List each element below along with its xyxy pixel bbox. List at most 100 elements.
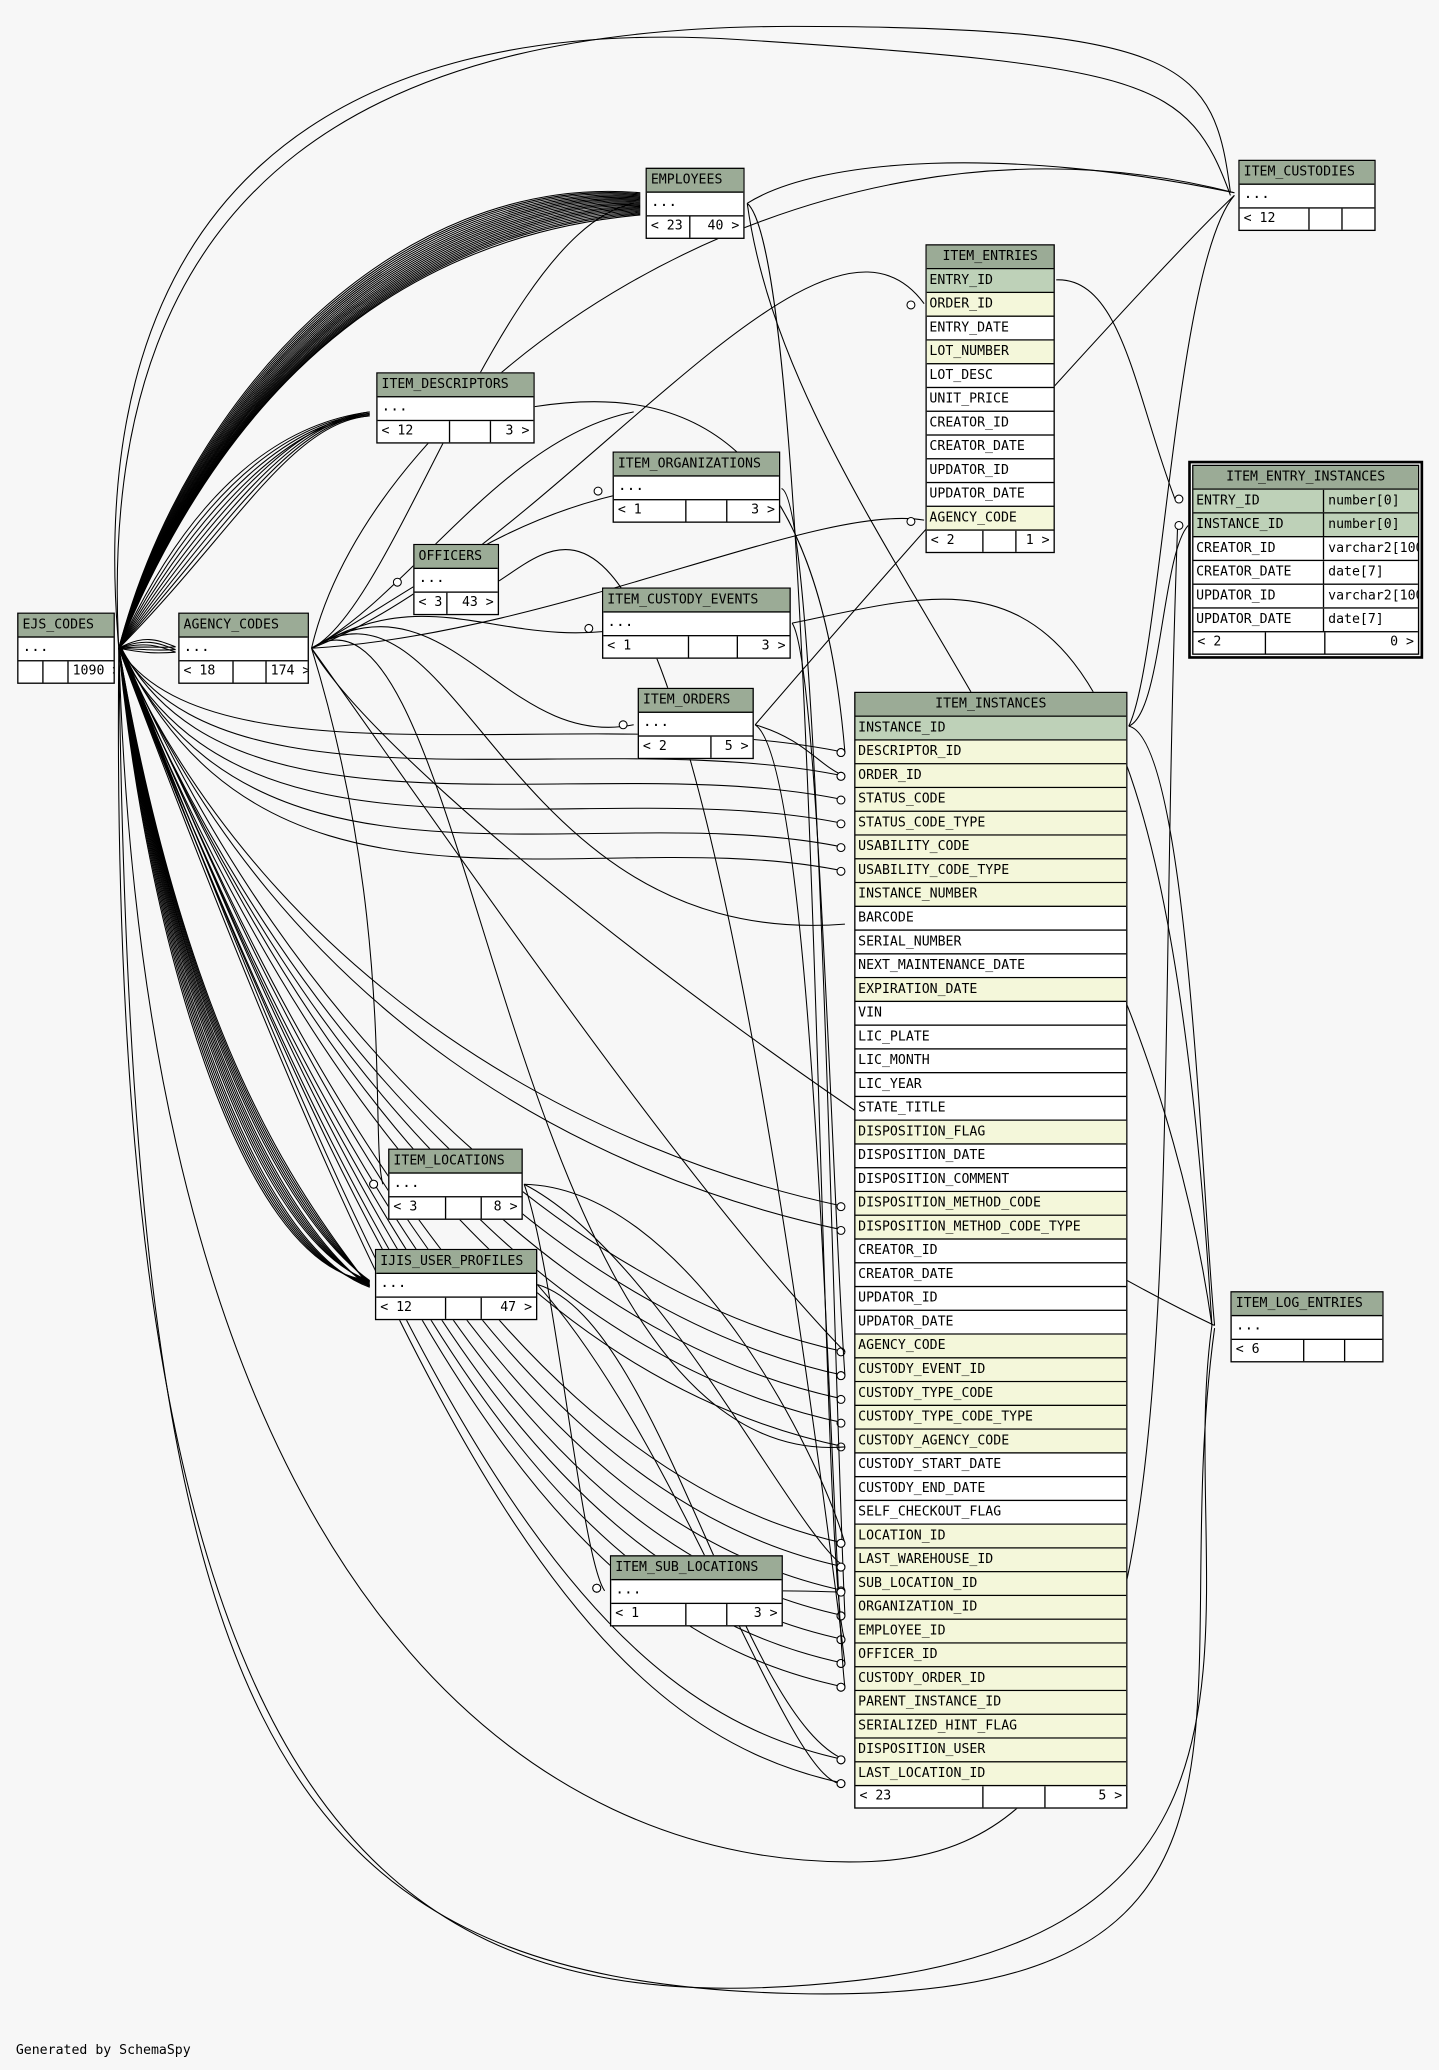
footer-cell: < 23 — [647, 216, 691, 238]
table-agency-codes[interactable]: AGENCY_CODES ... < 18 174 > — [178, 612, 309, 684]
relationship-line — [118, 190, 641, 649]
footer-cell: < 2 — [639, 736, 712, 758]
column-name: STATE_TITLE — [858, 1101, 946, 1116]
relationship-line — [118, 648, 846, 1785]
relationship-line — [792, 598, 1213, 1326]
relationship-line — [118, 525, 1179, 1863]
column-name: EMPLOYEE_ID — [858, 1623, 946, 1639]
relationship-line — [118, 415, 370, 649]
column-name: CREATOR_DATE — [929, 439, 1025, 455]
column-name: LOT_NUMBER — [929, 344, 1009, 360]
relationship-line — [118, 412, 370, 649]
column-row: LIC_MONTH — [855, 1050, 1127, 1074]
relationship-line — [119, 648, 846, 1617]
column-row: ENTRY_ID — [926, 269, 1054, 294]
column-name: INSTANCE_NUMBER — [858, 887, 978, 902]
relationship-endpoint — [836, 1418, 846, 1428]
table-title: IJIS_USER_PROFILES — [376, 1250, 537, 1274]
table-columns-collapsed: ... — [376, 1274, 537, 1298]
column-row: UPDATOR_DATE — [926, 483, 1054, 507]
footer-cell: < 1 — [614, 500, 687, 522]
column-row: DISPOSITION_FLAG — [855, 1120, 1127, 1145]
column-row: DISPOSITION_METHOD_CODE — [855, 1192, 1127, 1216]
table-item-custodies[interactable]: ITEM_CUSTODIES ... < 12 — [1238, 159, 1376, 232]
column-row: DESCRIPTOR_ID — [855, 740, 1127, 765]
column-row: DISPOSITION_USER — [855, 1738, 1127, 1763]
column-name: VIN — [858, 1005, 882, 1021]
relationship-line — [118, 193, 641, 649]
relationship-line — [118, 214, 641, 649]
footer-cell: 47 > — [500, 1300, 533, 1315]
column-row: LIC_PLATE — [855, 1026, 1127, 1050]
table-title: OFFICERS — [414, 545, 498, 570]
table-ejs-codes[interactable]: EJS_CODES ... 1090 > — [17, 612, 115, 684]
column-type: varchar2[100] — [1322, 584, 1418, 608]
column-name: CREATOR_ID — [858, 1243, 938, 1259]
footer-cell — [687, 500, 728, 522]
table-item-custody-events[interactable]: ITEM_CUSTODY_EVENTS ... < 1 3 > — [602, 587, 791, 659]
table-item-sub-locations[interactable]: ITEM_SUB_LOCATIONS ... < 1 3 > — [609, 1555, 783, 1627]
relationship-line — [755, 724, 846, 777]
relationship-line — [118, 198, 641, 649]
column-row: INSTANCE_ID — [855, 716, 1127, 741]
column-row: SUB_LOCATION_ID — [855, 1572, 1127, 1597]
relationship-endpoint — [1174, 520, 1184, 530]
table-columns-collapsed: ... — [414, 569, 498, 593]
table-item-locations[interactable]: ITEM_LOCATIONS ... < 3 8 > — [388, 1148, 523, 1220]
column-name: ORDER_ID — [929, 297, 994, 312]
column-row: CUSTODY_TYPE_CODE — [855, 1382, 1127, 1407]
column-name: CUSTODY_START_DATE — [858, 1457, 1002, 1473]
column-row: CUSTODY_TYPE_CODE_TYPE — [855, 1406, 1127, 1430]
table-ijis-user-profiles[interactable]: IJIS_USER_PROFILES ... < 12 47 > — [374, 1248, 538, 1321]
column-row: STATUS_CODE — [855, 788, 1127, 812]
table-title: EMPLOYEES — [646, 168, 744, 193]
relationship-endpoint — [836, 748, 846, 758]
footer-cell: 40 > — [707, 219, 740, 234]
footer-cell: < 12 — [378, 421, 451, 443]
relationship-line — [116, 25, 1231, 649]
table-item-log-entries[interactable]: ITEM_LOG_ENTRIES ... < 6 — [1230, 1291, 1384, 1363]
table-employees[interactable]: EMPLOYEES ... < 23 40 > — [645, 167, 745, 239]
table-title: EJS_CODES — [18, 613, 114, 638]
table-item-orders[interactable]: ITEM_ORDERS ... < 2 5 > — [637, 687, 754, 760]
table-title: ITEM_ORGANIZATIONS — [613, 452, 779, 477]
column-row: VIN — [855, 1002, 1127, 1026]
footer-cell — [44, 661, 69, 683]
column-name: STATUS_CODE_TYPE — [858, 815, 986, 831]
footer-cell — [1304, 1340, 1346, 1362]
column-row: CREATOR_DATE — [855, 1263, 1127, 1288]
table-columns-collapsed: ... — [613, 477, 779, 501]
column-name: LOT_DESC — [929, 368, 994, 383]
table-item-descriptors[interactable]: ITEM_DESCRIPTORS ... < 12 3 > — [376, 372, 535, 444]
column-name: SERIALIZED_HINT_FLAG — [858, 1718, 1018, 1734]
table-title: ITEM_LOCATIONS — [389, 1149, 522, 1174]
column-row: DISPOSITION_DATE — [855, 1145, 1127, 1169]
column-row: OFFICER_ID — [855, 1643, 1127, 1668]
relationship-line — [120, 648, 846, 1641]
relationship-line — [118, 412, 370, 649]
column-row: USABILITY_CODE_TYPE — [855, 859, 1127, 884]
footer-cell — [984, 530, 1017, 552]
relationship-line — [523, 1184, 606, 1592]
relationship-line — [118, 199, 641, 649]
column-row: PARENT_INSTANCE_ID — [855, 1691, 1127, 1715]
relationship-line — [119, 648, 846, 1231]
relationship-line — [120, 647, 846, 801]
table-officers[interactable]: OFFICERS ... < 3 43 > — [413, 543, 500, 616]
relationship-endpoint — [836, 1755, 846, 1765]
table-item-organizations[interactable]: ITEM_ORGANIZATIONS ... < 1 3 > — [612, 451, 781, 523]
column-name: INSTANCE_ID — [1196, 517, 1284, 533]
column-row: SERIALIZED_HINT_FLAG — [855, 1714, 1127, 1739]
relationship-endpoint — [906, 300, 916, 310]
relationship-line — [114, 36, 1231, 649]
column-row: SELF_CHECKOUT_FLAG — [855, 1501, 1127, 1525]
relationship-endpoint — [392, 577, 402, 587]
column-name: CREATOR_ID — [929, 415, 1009, 431]
relationship-line — [118, 201, 641, 649]
column-row: BARCODE — [855, 907, 1127, 931]
